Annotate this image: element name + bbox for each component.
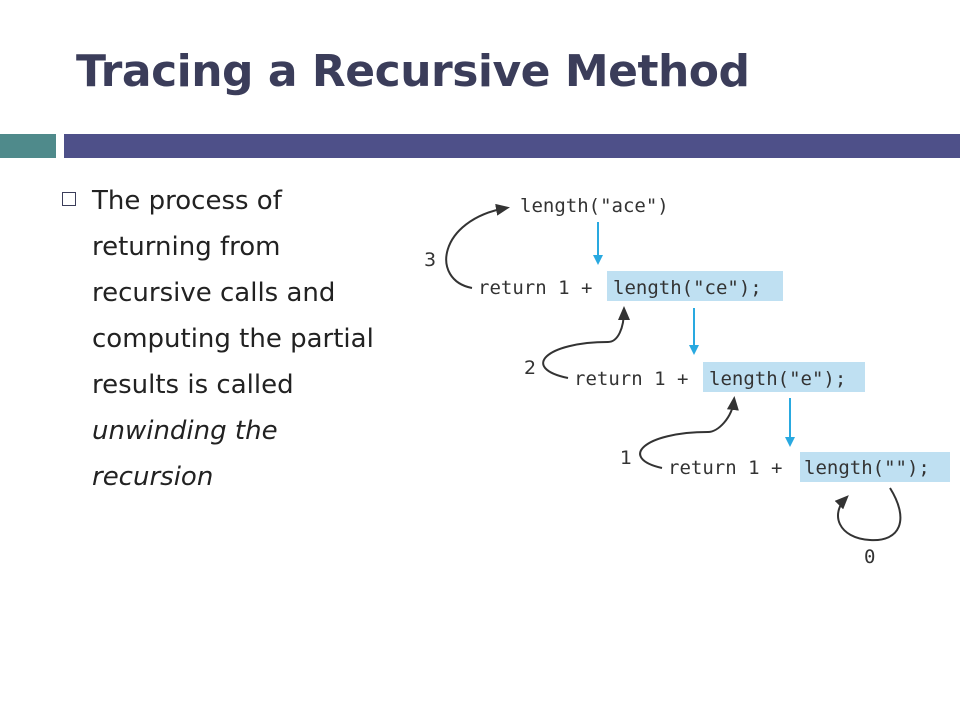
bullet-text: The process of returning from recursive … (92, 178, 432, 500)
recursive-call-label: length("e"); (709, 368, 846, 390)
bullet-line: results is called (92, 370, 294, 400)
unwind-value-label: 3 (424, 249, 436, 271)
return-prefix: return 1 + (574, 368, 688, 390)
bullet-line: returning from (92, 232, 281, 262)
title-accent-bar-navy (64, 134, 960, 158)
return-arrow (639, 396, 739, 469)
base-value-label: 0 (864, 546, 875, 568)
top-call-label: length("ace") (520, 195, 669, 217)
bullet-emphasis-line: unwinding the (92, 416, 278, 446)
unwind-value-label: 1 (620, 447, 632, 469)
slide-title: Tracing a Recursive Method (76, 46, 750, 97)
base-return-arrow (834, 487, 902, 542)
return-prefix: return 1 + (478, 277, 592, 299)
return-arrow (542, 306, 630, 379)
title-accent-bar-teal (0, 134, 56, 158)
call-highlight (703, 362, 865, 392)
call-highlight (800, 452, 950, 482)
return-arrow (445, 203, 510, 289)
recursive-call-label: length(""); (804, 457, 930, 479)
bullet-line: recursive calls and (92, 278, 336, 308)
return-prefix: return 1 + (668, 457, 782, 479)
bullet-line: The process of (92, 186, 282, 216)
recursive-call-label: length("ce"); (613, 277, 762, 299)
unwind-value-label: 2 (524, 357, 536, 379)
bullet-line: computing the partial (92, 324, 374, 354)
bullet-square-icon (62, 192, 76, 206)
bullet-emphasis-line: recursion (92, 462, 214, 492)
recursion-trace-diagram: length("ace") return 1 + length("ce"); 3… (424, 195, 950, 568)
call-highlight (607, 271, 783, 301)
